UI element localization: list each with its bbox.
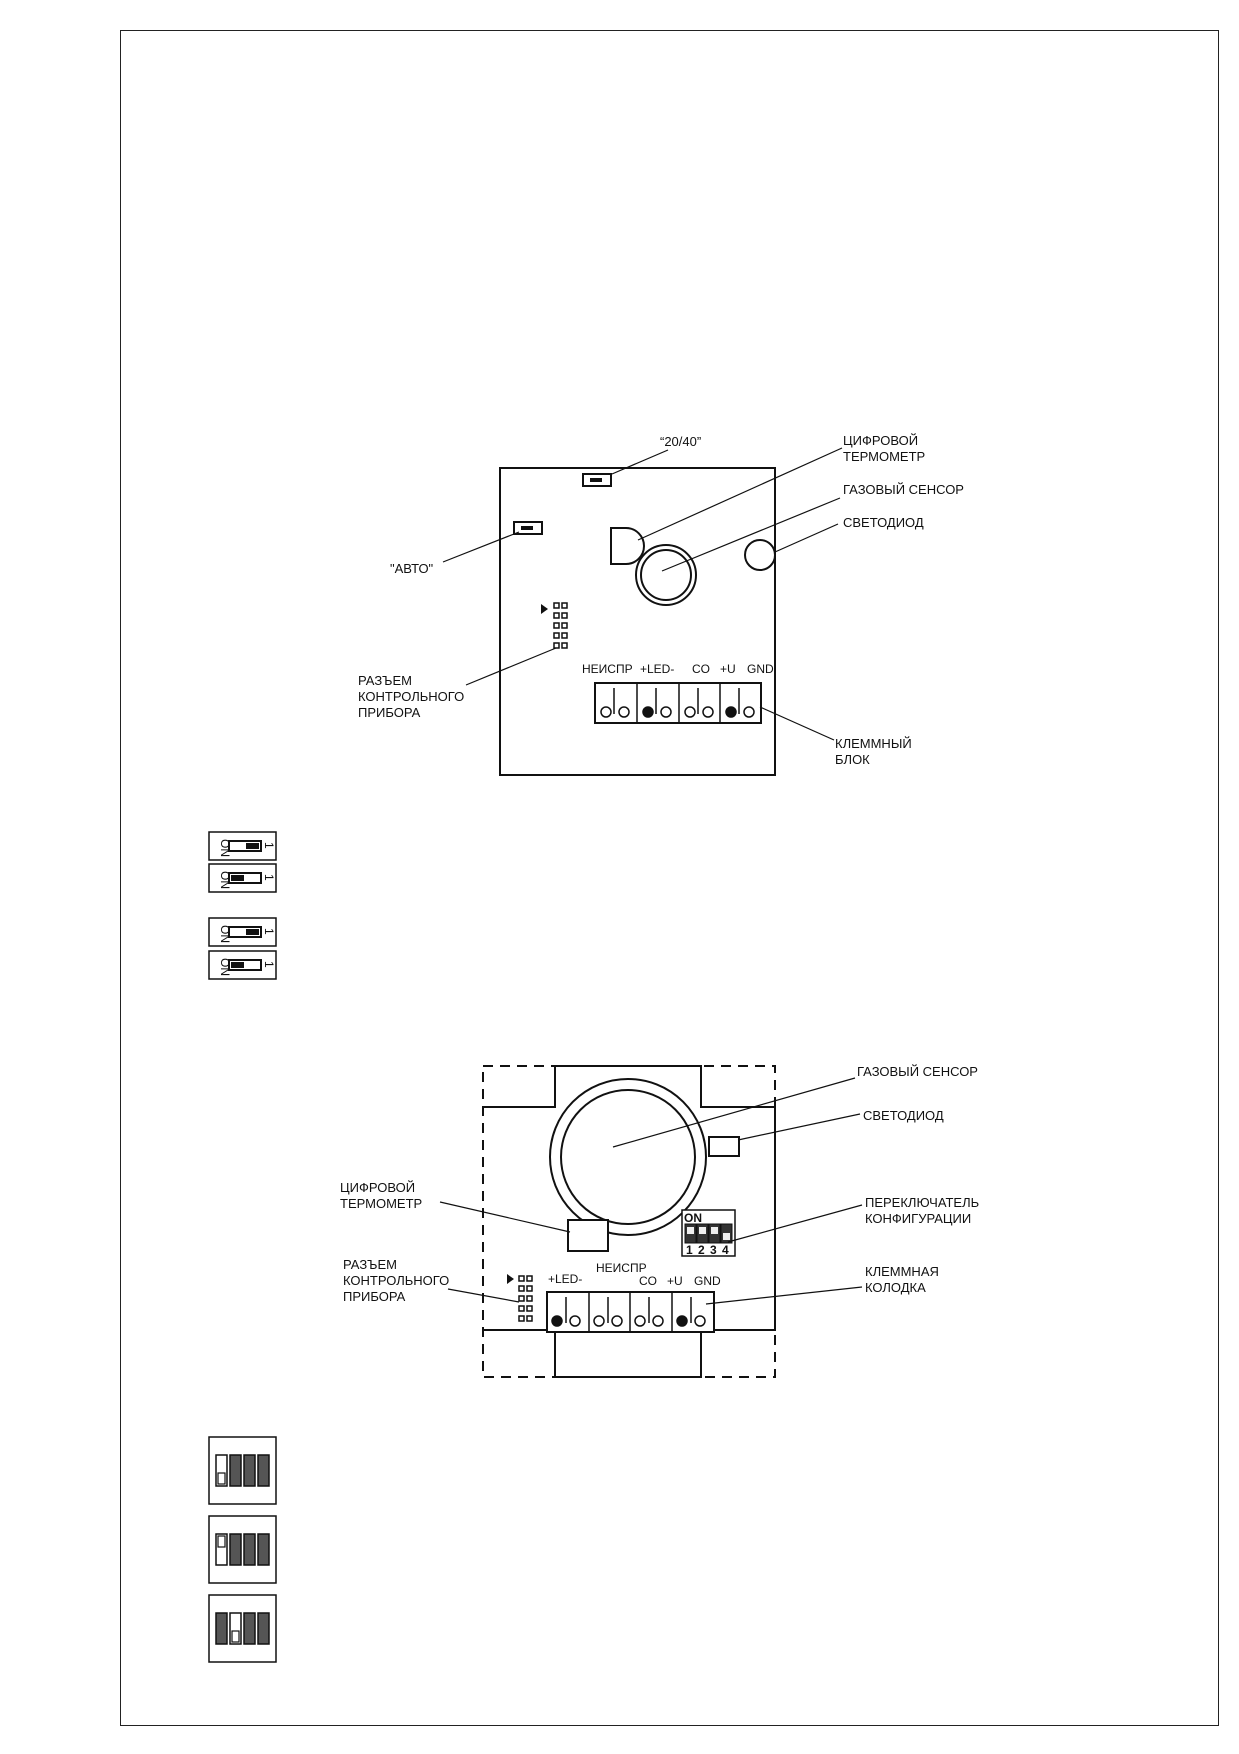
label-connector-1-line1: РАЗЪЕМ	[358, 673, 412, 688]
led-1	[744, 539, 776, 571]
label-thermo-2-line1: ЦИФРОВОЙ	[340, 1180, 415, 1195]
diagram-1: “20/40” "АВТО" ЦИФРОВОЙ ТЕРМОМЕТР ГАЗОВЫ…	[358, 433, 964, 776]
label-connector-2-line3: ПРИБОРА	[343, 1289, 406, 1304]
board-2-outline	[483, 1065, 776, 1378]
label-terminal-1-line1: КЛЕММНЫЙ	[835, 736, 912, 751]
label-connector-2-line2: КОНТРОЛЬНОГО	[343, 1273, 449, 1288]
svg-text:2: 2	[698, 1243, 705, 1257]
svg-text:1: 1	[686, 1243, 693, 1257]
dip-icon-3: ON 1	[208, 917, 277, 947]
page-frame	[120, 30, 1219, 1726]
label-thermo-1-line1: ЦИФРОВОЙ	[843, 433, 918, 448]
terminal-2-label-co: CO	[639, 1274, 657, 1288]
label-config-switch-line2: КОНФИГУРАЦИИ	[865, 1211, 971, 1226]
dip4-icon-2	[208, 1515, 277, 1584]
connector-1	[541, 602, 568, 649]
terminal-block-2	[546, 1291, 715, 1333]
gas-sensor-2-inner	[560, 1089, 696, 1225]
terminal-1-label-gnd: GND	[747, 662, 774, 676]
leader-terminal-2	[705, 1286, 863, 1305]
leader-led-1	[774, 523, 839, 553]
thermometer-1-shape	[610, 527, 645, 565]
leader-auto	[442, 531, 520, 563]
dip4-icon-1	[208, 1436, 277, 1505]
label-terminal-2-line1: КЛЕММНАЯ	[865, 1264, 939, 1279]
svg-text:3: 3	[710, 1243, 717, 1257]
board-1-outline	[499, 467, 776, 776]
svg-text:1: 1	[262, 874, 276, 881]
label-auto: "АВТО"	[390, 561, 434, 576]
terminal-1-label-co: CO	[692, 662, 710, 676]
dip-icon-2: ON 1	[208, 863, 277, 893]
svg-text:4: 4	[722, 1243, 729, 1257]
terminal-1-label-fault: НЕИСПР	[582, 662, 633, 676]
leader-gas-sensor-1	[661, 497, 841, 572]
label-20-40: “20/40”	[660, 434, 701, 449]
svg-text:1: 1	[262, 928, 276, 935]
svg-text:1: 1	[262, 961, 276, 968]
leader-connector-1	[465, 647, 557, 686]
leader-20-40	[611, 449, 669, 475]
leader-thermo-1	[637, 447, 843, 541]
terminal-1-label-u: +U	[720, 662, 736, 676]
gas-sensor-1-inner	[640, 549, 692, 601]
leader-led-2	[737, 1113, 861, 1141]
led-2	[708, 1136, 740, 1157]
label-connector-2-line1: РАЗЪЕМ	[343, 1257, 397, 1272]
dip4-icon-3	[208, 1594, 277, 1663]
dip-icons-1: ON 1 ON 1 ON 1 ON 1	[208, 831, 277, 980]
label-connector-1-line2: КОНТРОЛЬНОГО	[358, 689, 464, 704]
label-config-switch-line1: ПЕРЕКЛЮЧАТЕЛЬ	[865, 1195, 979, 1210]
label-thermo-2-line2: ТЕРМОМЕТР	[340, 1196, 422, 1211]
terminal-2-label-led: +LED-	[548, 1272, 582, 1286]
terminal-2-label-u: +U	[667, 1274, 683, 1288]
label-gas-sensor-2: ГАЗОВЫЙ СЕНСОР	[857, 1064, 978, 1079]
terminal-block-1	[594, 682, 762, 724]
connector-2-arrow	[507, 1274, 514, 1284]
connector-2	[507, 1274, 533, 1322]
connector-1-arrow	[541, 604, 548, 614]
label-connector-1-line3: ПРИБОРА	[358, 705, 421, 720]
jumper-20-40-fill	[590, 478, 602, 482]
leader-connector-2	[447, 1288, 520, 1303]
dip-icons-2	[208, 1436, 277, 1663]
config-switch-on: ON	[684, 1211, 702, 1225]
terminal-block-1-outline	[594, 682, 762, 724]
leader-config-switch	[727, 1204, 863, 1243]
label-gas-sensor-1: ГАЗОВЫЙ СЕНСОР	[843, 482, 964, 497]
label-thermo-1-line2: ТЕРМОМЕТР	[843, 449, 925, 464]
config-switch-2: ON 1 2 3 4	[681, 1209, 736, 1257]
dip-icon-4: ON 1	[208, 950, 277, 980]
diagram-2: ГАЗОВЫЙ СЕНСОР СВЕТОДИОД ЦИФРОВОЙ ТЕРМОМ…	[340, 1064, 979, 1378]
thermometer-2-shape	[567, 1219, 609, 1252]
label-terminal-1-line2: БЛОК	[835, 752, 870, 767]
leader-gas-sensor-2	[612, 1077, 856, 1148]
dip-icon-1: ON 1	[208, 831, 277, 861]
leader-thermo-2	[439, 1201, 571, 1233]
label-terminal-2-line2: КОЛОДКА	[865, 1280, 926, 1295]
leader-terminal-1	[759, 706, 835, 741]
terminal-2-label-fault: НЕИСПР	[596, 1261, 647, 1275]
jumper-auto-fill	[521, 526, 533, 530]
terminal-1-label-led: +LED-	[640, 662, 674, 676]
label-led-1: СВЕТОДИОД	[843, 515, 924, 530]
svg-text:1: 1	[262, 842, 276, 849]
label-led-2: СВЕТОДИОД	[863, 1108, 944, 1123]
terminal-2-label-gnd: GND	[694, 1274, 721, 1288]
